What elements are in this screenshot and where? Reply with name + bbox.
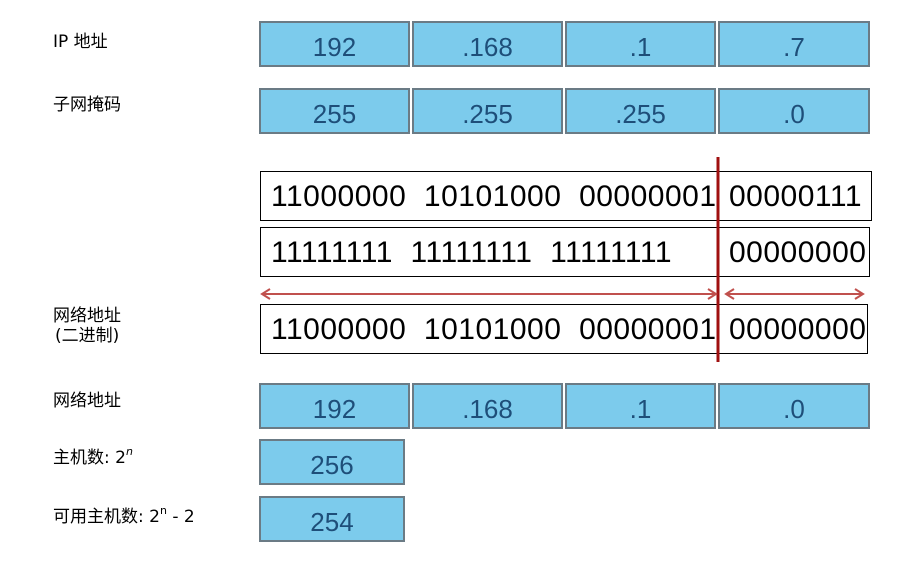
usable-hosts-value: 254 xyxy=(259,496,405,542)
network-address-binary-label-line2: (二进制) xyxy=(55,326,120,346)
usable-hosts-prefix: 可用主机数: 2 xyxy=(53,507,160,527)
network-address-binary-label-line1: 网络地址 xyxy=(53,306,121,326)
network-address-label: 网络地址 xyxy=(53,391,121,411)
mask-binary-row: 11111111 11111111 11111111 00000000 xyxy=(260,227,870,277)
ip-binary-row: 11000000 10101000 00000001 00000111 xyxy=(260,171,872,221)
mask-binary-network: 11111111 11111111 11111111 xyxy=(271,236,673,269)
ip-octet-1: 192 xyxy=(259,21,410,67)
network-octets-row: 192 .168 .1 .0 xyxy=(259,383,870,429)
ip-octet-3: .1 xyxy=(565,21,716,67)
mask-binary-host: 00000000 xyxy=(729,236,867,269)
network-binary-network: 11000000 10101000 00000001 xyxy=(271,313,717,346)
network-binary-host: 00000000 xyxy=(729,313,867,346)
mask-octet-4: .0 xyxy=(718,88,870,134)
usable-hosts-suffix: - 2 xyxy=(166,507,195,527)
network-octet-1: 192 xyxy=(259,383,410,429)
usable-hosts-row: 254 xyxy=(259,496,405,542)
network-octet-2: .168 xyxy=(412,383,563,429)
host-count-exponent: n xyxy=(125,445,133,458)
mask-octets-row: 255 .255 .255 .0 xyxy=(259,88,870,134)
mask-octet-3: .255 xyxy=(565,88,716,134)
host-count-row: 256 xyxy=(259,439,405,485)
network-octet-4: .0 xyxy=(718,383,870,429)
host-count-value: 256 xyxy=(259,439,405,485)
host-count-prefix: 主机数: 2 xyxy=(53,448,126,468)
host-count-label: 主机数: 2n xyxy=(53,445,133,468)
host-part-arrow xyxy=(724,288,865,300)
ip-octet-2: .168 xyxy=(412,21,563,67)
mask-octet-1: 255 xyxy=(259,88,410,134)
network-binary-row: 11000000 10101000 00000001 00000000 xyxy=(260,304,868,354)
network-octet-3: .1 xyxy=(565,383,716,429)
subnet-mask-label: 子网掩码 xyxy=(53,95,121,115)
mask-octet-2: .255 xyxy=(412,88,563,134)
ip-binary-host: 00000111 xyxy=(729,180,863,213)
network-address-binary-label: 网络地址 (二进制) xyxy=(53,306,121,346)
network-part-arrow xyxy=(260,288,718,300)
usable-hosts-label: 可用主机数: 2n - 2 xyxy=(53,504,195,527)
ip-octet-4: .7 xyxy=(718,21,870,67)
ip-octets-row: 192 .168 .1 .7 xyxy=(259,21,870,67)
ip-binary-network: 11000000 10101000 00000001 xyxy=(271,180,717,213)
ip-address-label: IP 地址 xyxy=(53,32,108,52)
usable-hosts-exponent: n xyxy=(159,504,167,517)
